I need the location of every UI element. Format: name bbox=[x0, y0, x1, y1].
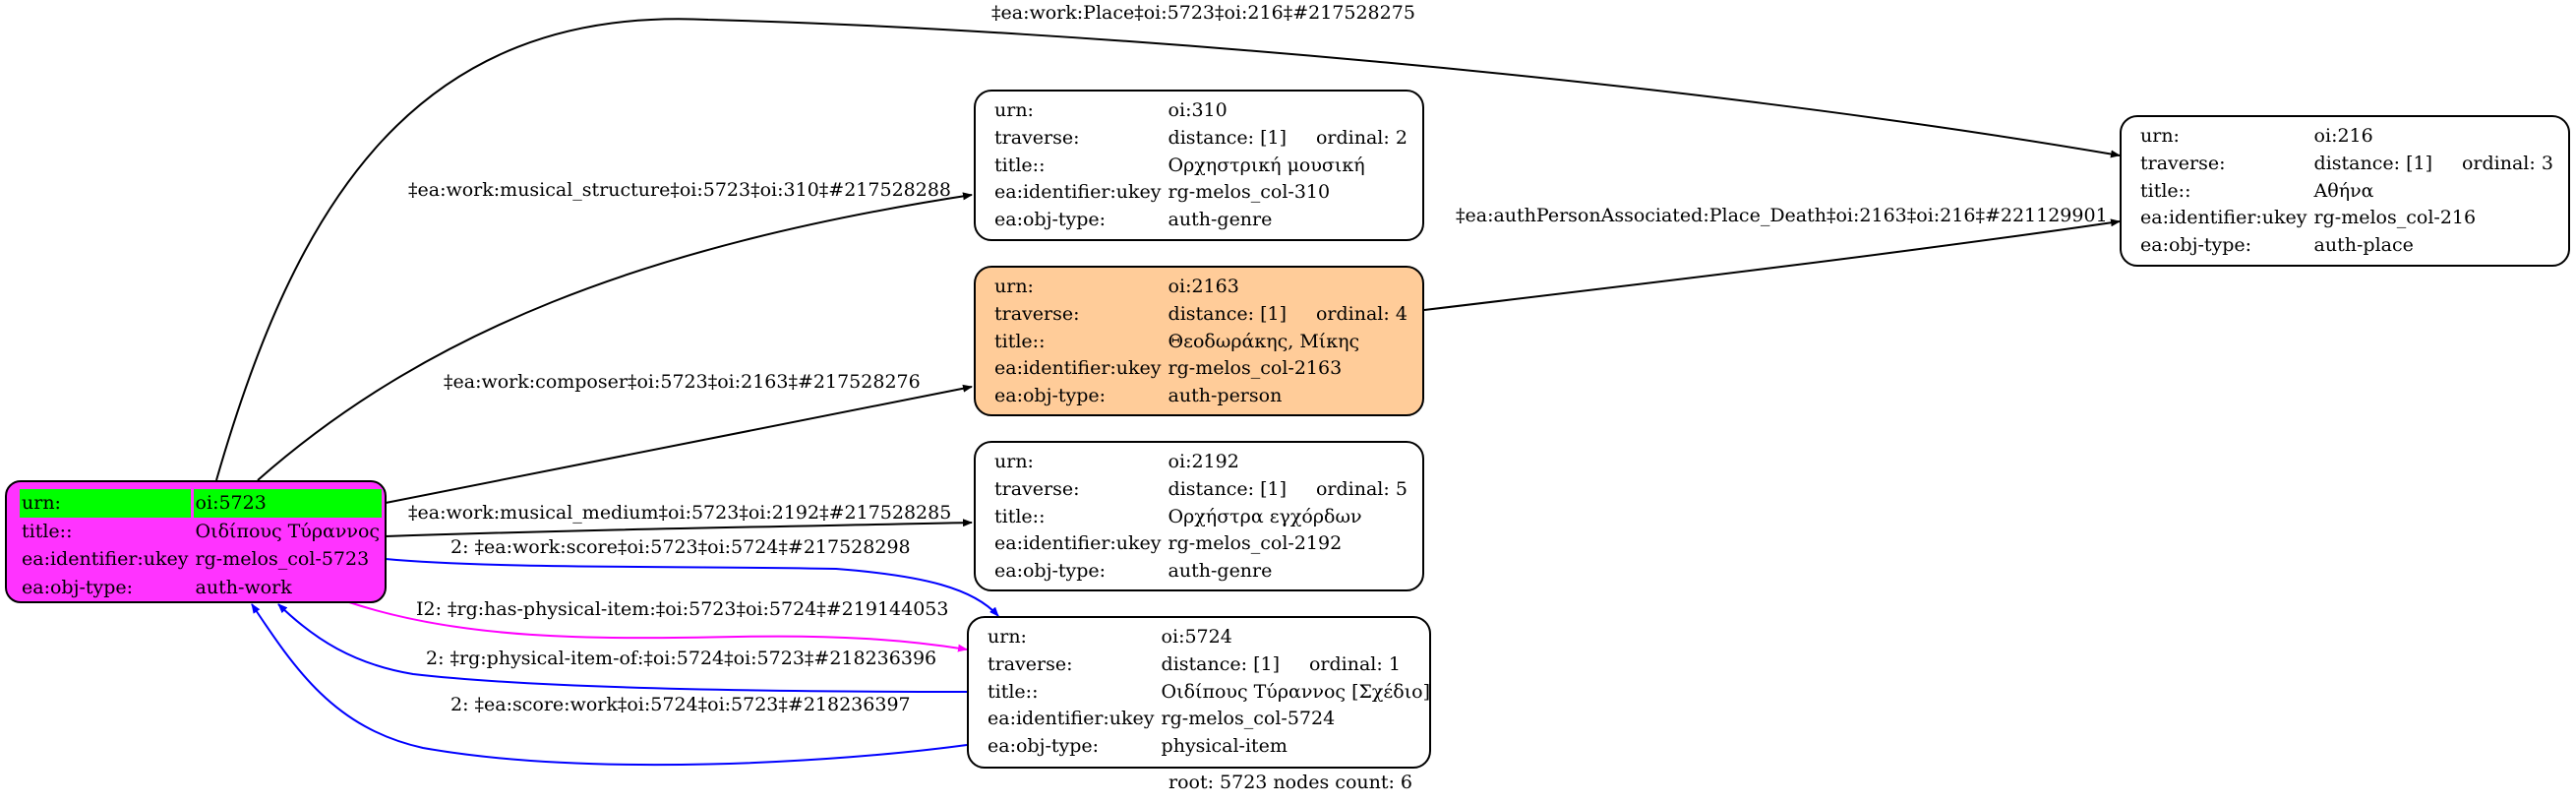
objtype-label: ea:obj-type: bbox=[994, 385, 1107, 407]
title-value: Οιδίπους Τύραννος bbox=[195, 520, 381, 542]
node-oi-310[interactable]: urn: oi:310 traverse: distance: [1] ordinal… bbox=[974, 90, 1424, 241]
traverse-label: traverse: bbox=[2140, 152, 2226, 174]
edge-label-score-work: 2: ‡ea:score:work‡oi:5724‡oi:5723‡#21823… bbox=[450, 694, 911, 715]
objtype-value: physical-item bbox=[1161, 735, 1288, 758]
edge-label-physical-item-of: 2: ‡rg:physical-item-of:‡oi:5724‡oi:5723… bbox=[426, 648, 937, 669]
distance-value: distance: [1] bbox=[2313, 152, 2432, 174]
distance-value: distance: [1] bbox=[1161, 652, 1280, 675]
ukey-label: ea:identifier:ukey bbox=[2140, 207, 2307, 229]
edge-score-work bbox=[251, 603, 968, 767]
title-label: title:: bbox=[2140, 179, 2191, 202]
title-label: title:: bbox=[22, 520, 73, 542]
traverse-value: distance: [1] ordinal: 1 bbox=[1160, 651, 1432, 679]
edge-label-musical-medium: ‡ea:work:musical_medium‡oi:5723‡oi:2192‡… bbox=[408, 502, 952, 524]
edge-label-musical-structure: ‡ea:work:musical_structure‡oi:5723‡oi:31… bbox=[408, 179, 952, 201]
objtype-label: ea:obj-type: bbox=[994, 209, 1107, 231]
objtype-value: auth-genre bbox=[1168, 209, 1273, 231]
ukey-label: ea:identifier:ukey bbox=[994, 357, 1162, 380]
ukey-value: rg-melos_col-2163 bbox=[1168, 357, 1343, 380]
title-value: Αθήνα bbox=[2313, 179, 2374, 202]
urn-value: oi:5723 bbox=[193, 489, 383, 518]
urn-value: oi:310 bbox=[1168, 99, 1228, 121]
ordinal-value: ordinal: 4 bbox=[1315, 302, 1408, 325]
objtype-label: ea:obj-type: bbox=[22, 576, 134, 598]
ukey-value: rg-melos_col-5723 bbox=[195, 548, 370, 570]
ordinal-value: ordinal: 1 bbox=[1308, 652, 1401, 675]
ordinal-value: ordinal: 5 bbox=[1315, 477, 1408, 500]
edge-has-physical-item bbox=[348, 601, 968, 652]
urn-value: oi:5724 bbox=[1161, 626, 1232, 648]
traverse-label: traverse: bbox=[994, 477, 1080, 500]
objtype-value: auth-genre bbox=[1168, 560, 1273, 583]
ukey-label: ea:identifier:ukey bbox=[994, 532, 1162, 555]
distance-value: distance: [1] bbox=[1168, 477, 1287, 500]
node-oi-5724[interactable]: urn: oi:5724 traverse: distance: [1] ordina… bbox=[967, 616, 1431, 769]
edge-label-place-death: ‡ea:authPersonAssociated:Place_Death‡oi:… bbox=[1456, 205, 2108, 226]
objtype-label: ea:obj-type: bbox=[994, 560, 1107, 583]
title-value: Ορχηστρική μουσική bbox=[1168, 154, 1365, 176]
traverse-value: distance: [1] ordinal: 3 bbox=[2312, 151, 2555, 178]
distance-value: distance: [1] bbox=[1168, 126, 1287, 149]
title-label: title:: bbox=[994, 505, 1046, 527]
urn-value: oi:216 bbox=[2313, 125, 2373, 147]
objtype-label: ea:obj-type: bbox=[2140, 234, 2252, 257]
ukey-label: ea:identifier:ukey bbox=[22, 548, 189, 570]
node-root-oi-5723[interactable]: urn: oi:5723 title:: Οιδίπους Τύραννος e… bbox=[5, 480, 387, 603]
node-oi-2163[interactable]: urn: oi:2163 traverse: distance: [1] ordina… bbox=[974, 266, 1424, 416]
objtype-value: auth-person bbox=[1168, 385, 1283, 407]
edge-place bbox=[215, 18, 2121, 481]
urn-value: oi:2192 bbox=[1168, 451, 1239, 472]
urn-label: urn: bbox=[994, 99, 1034, 121]
edge-label-score: 2: ‡ea:work:score‡oi:5723‡oi:5724‡#21752… bbox=[450, 536, 911, 558]
edge-label-composer: ‡ea:work:composer‡oi:5723‡oi:2163‡#21752… bbox=[444, 371, 921, 393]
ukey-value: rg-melos_col-5724 bbox=[1161, 708, 1336, 730]
ordinal-value: ordinal: 2 bbox=[1315, 126, 1408, 149]
traverse-value: distance: [1] ordinal: 4 bbox=[1167, 301, 1409, 329]
traverse-label: traverse: bbox=[994, 126, 1080, 149]
objtype-value: auth-place bbox=[2313, 234, 2414, 257]
traverse-label: traverse: bbox=[988, 652, 1073, 675]
title-value: Ορχήστρα εγχόρδων bbox=[1168, 505, 1362, 527]
edge-score bbox=[385, 558, 999, 617]
ukey-value: rg-melos_col-2192 bbox=[1168, 532, 1343, 555]
ukey-value: rg-melos_col-310 bbox=[1168, 181, 1331, 204]
title-label: title:: bbox=[988, 680, 1039, 703]
edge-label-place: ‡ea:work:Place‡oi:5723‡oi:216‡#217528275 bbox=[991, 2, 1415, 24]
traverse-value: distance: [1] ordinal: 2 bbox=[1167, 125, 1409, 153]
title-value: Οιδίπους Τύραννος [Σχέδιο] bbox=[1161, 680, 1431, 703]
edge-composer bbox=[385, 384, 973, 504]
edge-musical-medium bbox=[385, 519, 973, 537]
title-value: Θεοδωράκης, Μίκης bbox=[1168, 330, 1360, 352]
ukey-label: ea:identifier:ukey bbox=[994, 181, 1162, 204]
objtype-label: ea:obj-type: bbox=[988, 735, 1100, 758]
node-oi-2192[interactable]: urn: oi:2192 traverse: distance: [1] ordina… bbox=[974, 441, 1424, 591]
edge-place-death bbox=[1423, 218, 2121, 311]
urn-label: urn: bbox=[988, 626, 1027, 648]
distance-value: distance: [1] bbox=[1168, 302, 1287, 325]
ordinal-value: ordinal: 3 bbox=[2461, 152, 2553, 174]
urn-label: urn: bbox=[994, 451, 1034, 472]
ukey-label: ea:identifier:ukey bbox=[988, 708, 1155, 730]
ukey-value: rg-melos_col-216 bbox=[2313, 207, 2477, 229]
title-label: title:: bbox=[994, 330, 1046, 352]
edge-label-has-physical-item: I2: ‡rg:has-physical-item:‡oi:5723‡oi:57… bbox=[416, 598, 949, 620]
edge-physical-item-of bbox=[277, 603, 968, 693]
urn-label: urn: bbox=[994, 276, 1034, 297]
urn-label: urn: bbox=[2140, 125, 2180, 147]
traverse-label: traverse: bbox=[994, 302, 1080, 325]
traverse-value: distance: [1] ordinal: 5 bbox=[1167, 476, 1409, 504]
objtype-value: auth-work bbox=[195, 576, 292, 598]
urn-label: urn: bbox=[20, 489, 191, 518]
title-label: title:: bbox=[994, 154, 1046, 176]
graph-footer: root: 5723 nodes count: 6 bbox=[1168, 772, 1413, 793]
edge-musical-structure bbox=[257, 192, 973, 481]
node-oi-216[interactable]: urn: oi:216 traverse: distance: [1] ordinal… bbox=[2120, 115, 2570, 267]
urn-value: oi:2163 bbox=[1168, 276, 1239, 297]
